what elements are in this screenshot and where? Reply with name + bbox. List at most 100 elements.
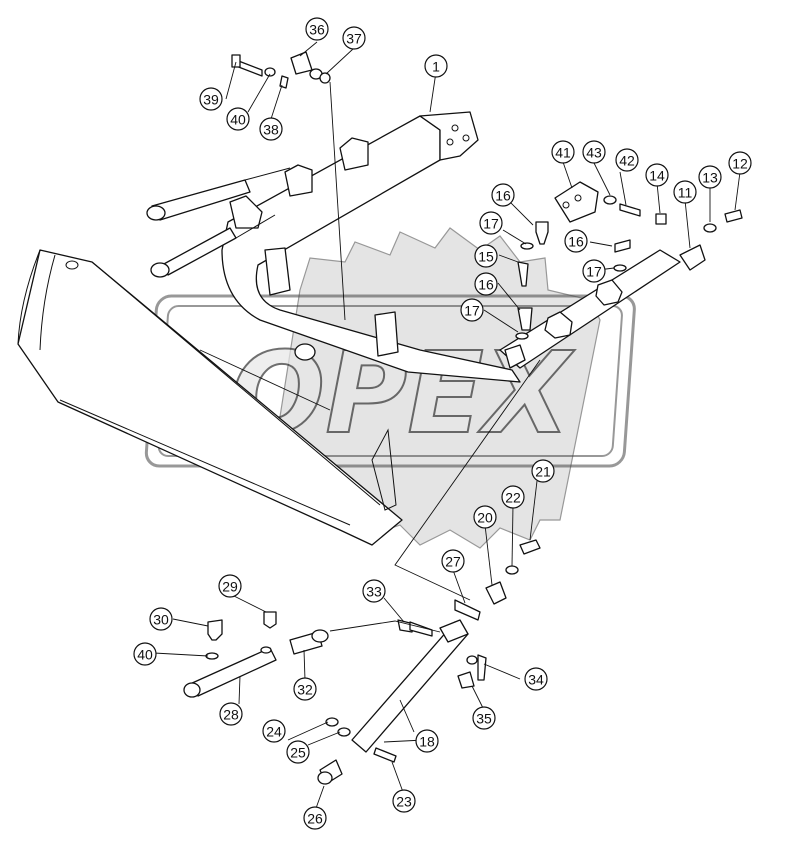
- callout-c40b: 40: [133, 642, 157, 666]
- callout-c17c: 17: [460, 298, 484, 322]
- push-frame: [221, 111, 521, 383]
- callout-circle: [473, 505, 497, 529]
- callout-circle: [460, 298, 484, 322]
- callout-circle: [441, 549, 465, 573]
- callout-c38: 38: [259, 117, 283, 141]
- callout-circle: [392, 789, 416, 813]
- callout-circle: [303, 806, 327, 830]
- callout-circle: [286, 740, 310, 764]
- callout-circle: [149, 607, 173, 631]
- callout-c15: 15: [474, 244, 498, 268]
- callout-label: 1: [432, 59, 440, 75]
- callout-label: 29: [222, 579, 238, 595]
- callout-c30: 30: [149, 607, 173, 631]
- callout-c27: 27: [441, 549, 465, 573]
- callout-label: 34: [528, 672, 544, 688]
- top-hardware: [231, 51, 331, 89]
- callout-c25: 25: [286, 740, 310, 764]
- callout-c1: 1: [424, 54, 448, 78]
- callout-c28: 28: [219, 702, 243, 726]
- dozer-blade: [17, 249, 403, 546]
- callout-circle: [219, 702, 243, 726]
- reference-lines: [199, 81, 541, 601]
- callout-label: 23: [396, 794, 412, 810]
- callout-c39: 39: [199, 87, 223, 111]
- callout-label: 22: [505, 490, 521, 506]
- callout-circle: [582, 140, 606, 164]
- callout-label: 42: [619, 153, 635, 169]
- tilt-cylinder: [183, 611, 329, 698]
- callout-circle: [582, 259, 606, 283]
- callout-label: 12: [732, 156, 748, 172]
- callout-label: 17: [464, 303, 480, 319]
- callout-c14: 14: [645, 163, 669, 187]
- callout-label: 26: [307, 811, 323, 827]
- callout-label: 35: [476, 711, 492, 727]
- callout-c13: 13: [698, 165, 722, 189]
- callout-label: 41: [555, 145, 571, 161]
- diagonal-brace: [317, 619, 487, 785]
- callout-c37: 37: [342, 26, 366, 50]
- leader-lines: [153, 41, 741, 812]
- callout-label: 32: [297, 682, 313, 698]
- callout-circle: [491, 183, 515, 207]
- callout-label: 17: [483, 216, 499, 232]
- right-hardware: [515, 181, 743, 340]
- callout-circle: [305, 17, 329, 41]
- callout-label: 21: [535, 464, 551, 480]
- callout-c33: 33: [362, 579, 386, 603]
- callout-circle: [415, 729, 439, 753]
- callout-c40a: 40: [226, 107, 250, 131]
- callout-label: 30: [153, 612, 169, 628]
- callout-circle: [524, 667, 548, 691]
- callout-label: 16: [568, 234, 584, 250]
- callout-label: 20: [477, 510, 493, 526]
- callout-label: 36: [309, 22, 325, 38]
- callout-circle: [424, 54, 448, 78]
- callout-c32: 32: [293, 677, 317, 701]
- callout-c18: 18: [415, 729, 439, 753]
- callout-c41: 41: [551, 140, 575, 164]
- callout-label: 38: [263, 122, 279, 138]
- callout-label: 16: [478, 277, 494, 293]
- callout-circle: [698, 165, 722, 189]
- callout-circle: [262, 719, 286, 743]
- callout-c36: 36: [305, 17, 329, 41]
- callout-circle: [226, 107, 250, 131]
- callout-circle: [615, 148, 639, 172]
- callout-circle: [673, 180, 697, 204]
- callout-c26: 26: [303, 806, 327, 830]
- callout-c29: 29: [218, 574, 242, 598]
- callout-label: 39: [203, 92, 219, 108]
- callout-label: 24: [266, 724, 282, 740]
- callout-circle: [362, 579, 386, 603]
- callout-circle: [531, 459, 555, 483]
- callout-circle: [474, 272, 498, 296]
- callout-c21: 21: [531, 459, 555, 483]
- callout-c11: 11: [673, 180, 697, 204]
- callout-label: 13: [702, 170, 718, 186]
- callout-label: 43: [586, 145, 602, 161]
- callout-circle: [479, 211, 503, 235]
- callout-circle: [564, 229, 588, 253]
- callout-c17b: 17: [582, 259, 606, 283]
- callout-circle: [551, 140, 575, 164]
- callout-circle: [133, 642, 157, 666]
- callout-c23: 23: [392, 789, 416, 813]
- lower-hardware: [397, 539, 541, 637]
- callout-c42: 42: [615, 148, 639, 172]
- callout-label: 18: [419, 734, 435, 750]
- callout-circle: [501, 485, 525, 509]
- callout-circle: [474, 244, 498, 268]
- callout-c35: 35: [472, 706, 496, 730]
- callout-circle: [472, 706, 496, 730]
- callout-label: 15: [478, 249, 494, 265]
- callout-c43: 43: [582, 140, 606, 164]
- callout-label: 40: [230, 112, 246, 128]
- callout-circle: [293, 677, 317, 701]
- callout-c34: 34: [524, 667, 548, 691]
- callout-label: 33: [366, 584, 382, 600]
- callout-label: 25: [290, 745, 306, 761]
- callout-c24: 24: [262, 719, 286, 743]
